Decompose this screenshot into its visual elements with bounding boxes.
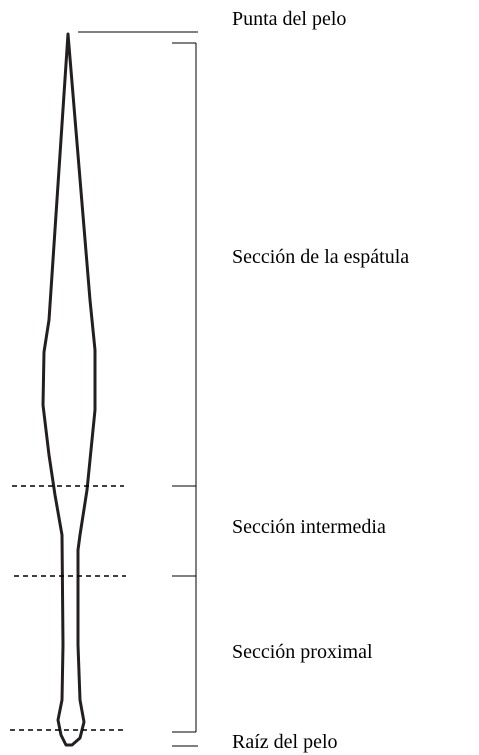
hair-outline xyxy=(41,32,97,747)
label-hair-tip: Punta del pelo xyxy=(232,8,347,30)
label-intermediate-section: Sección intermedia xyxy=(232,516,386,538)
label-shield-section: Sección de la espátula xyxy=(232,246,410,268)
label-hair-root: Raíz del pelo xyxy=(232,731,338,753)
label-proximal-section: Sección proximal xyxy=(232,641,373,663)
